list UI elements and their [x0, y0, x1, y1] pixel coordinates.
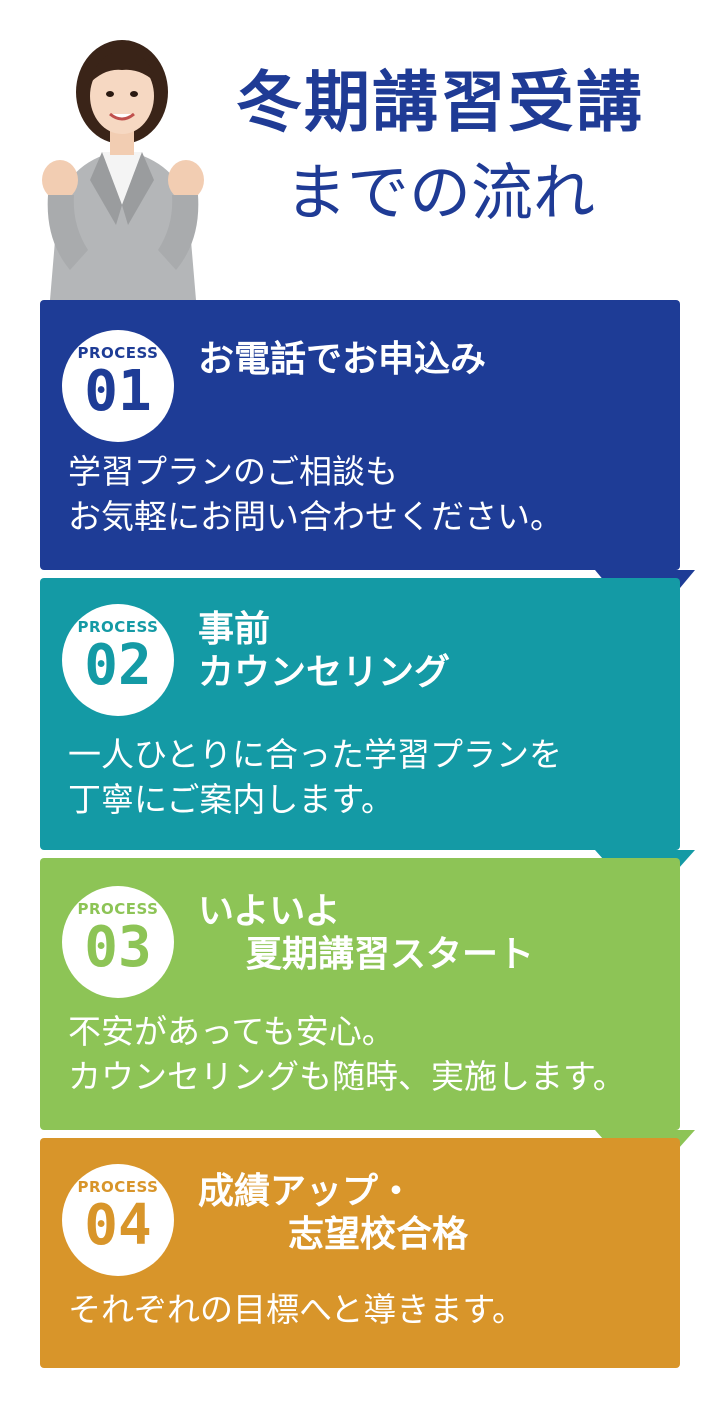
step-description: 学習プランのご相談も お気軽にお問い合わせください。	[68, 450, 563, 540]
process-number: 04	[84, 1193, 152, 1258]
step-description: それぞれの目標へと導きます。	[68, 1288, 525, 1333]
process-step-3: PROCESS 03 いよいよ 夏期講習スタート 不安があっても安心。 カウンセ…	[40, 858, 695, 1186]
process-number: 02	[84, 633, 152, 698]
step-heading-line: 成績アップ・	[198, 1171, 415, 1212]
step-description: 一人ひとりに合った学習プランを 丁寧にご案内します。	[68, 733, 562, 823]
process-badge: PROCESS 04	[62, 1164, 174, 1276]
process-label: PROCESS	[77, 344, 159, 362]
step-description-line: カウンセリングも随時、実施します。	[68, 1056, 626, 1096]
step-description: 不安があっても安心。 カウンセリングも随時、実施します。	[68, 1010, 626, 1100]
step-heading-line: お電話でお申込み	[198, 339, 487, 380]
process-label: PROCESS	[77, 618, 159, 636]
step-description-line: 不安があっても安心。	[68, 1012, 395, 1051]
process-step-4: PROCESS 04 成績アップ・ 志望校合格 それぞれの目標へと導きます。	[40, 1138, 680, 1368]
process-number: 01	[84, 359, 152, 424]
process-badge: PROCESS 01	[62, 330, 174, 442]
process-number: 03	[84, 915, 152, 980]
step-heading-line: いよいよ	[198, 891, 341, 932]
step-heading: 成績アップ・ 志望校合格	[198, 1170, 468, 1256]
step-description-line: それぞれの目標へと導きます。	[68, 1290, 526, 1329]
step-heading-line: 志望校合格	[288, 1214, 469, 1256]
process-label: PROCESS	[77, 1178, 159, 1196]
process-label: PROCESS	[77, 900, 159, 918]
page-subtitle: までの流れ	[284, 156, 595, 229]
step-description-line: 一人ひとりに合った学習プランを	[68, 735, 563, 774]
process-badge: PROCESS 02	[62, 604, 174, 716]
process-step-2: PROCESS 02 事前 カウンセリング 一人ひとりに合った学習プランを 丁寧…	[40, 578, 695, 906]
step-heading-line: 夏期講習スタート	[246, 934, 535, 976]
step-heading-line: 事前	[198, 609, 271, 650]
step-description-line: 丁寧にご案内します。	[68, 779, 395, 819]
woman-photo	[42, 40, 204, 300]
step-heading: 事前 カウンセリング	[198, 608, 450, 694]
step-heading: お電話でお申込み	[198, 338, 486, 381]
page-title: 冬期講習受講	[236, 64, 644, 141]
process-badge: PROCESS 03	[62, 886, 174, 998]
step-description-line: 学習プランのご相談も	[68, 452, 398, 491]
step-description-line: お気軽にお問い合わせください。	[68, 496, 563, 536]
step-heading: いよいよ 夏期講習スタート	[198, 890, 534, 976]
process-step-1: PROCESS 01 お電話でお申込み 学習プランのご相談も お気軽にお問い合わ…	[40, 300, 695, 630]
step-heading-line: カウンセリング	[198, 652, 451, 694]
